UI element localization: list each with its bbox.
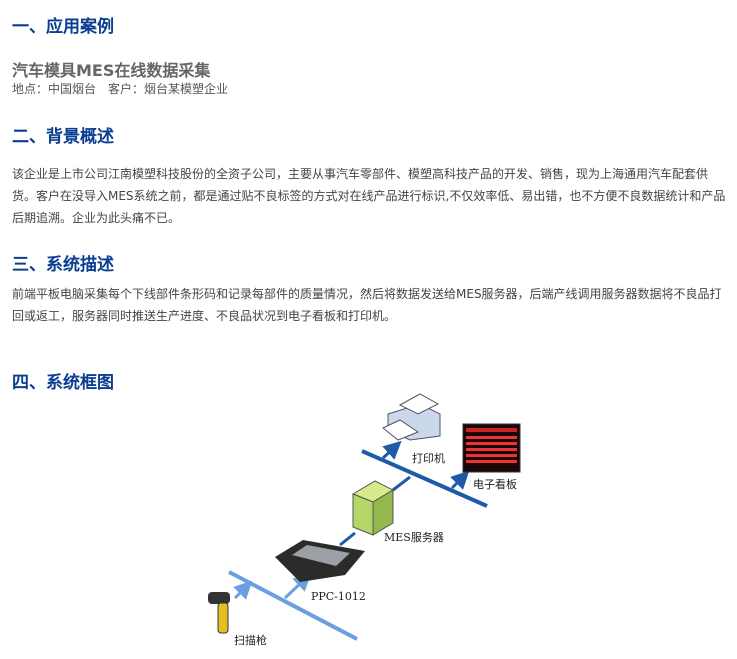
server-network-link — [392, 475, 411, 492]
location: 地点：中国烟台 — [12, 82, 97, 96]
arrow-to-panel — [283, 572, 312, 600]
server-icon — [351, 480, 395, 536]
panel-label: PPC-1012 — [311, 590, 366, 603]
arrow-from-scanner — [233, 580, 253, 600]
customer: 客户：烟台某模塑企业 — [108, 82, 229, 96]
heading-system-description: 三、系统描述 — [12, 255, 114, 275]
case-meta: 地点：中国烟台客户：烟台某模塑企业 — [12, 80, 240, 97]
panel-server-link — [339, 531, 356, 547]
printer-label: 打印机 — [412, 451, 445, 465]
description-text: 前端平板电脑采集每个下线部件条形码和记录每部件的质量情况，然后将数据发送给MES… — [12, 287, 722, 323]
case-title: 汽车模具MES在线数据采集 — [12, 61, 211, 80]
arrow-to-board — [450, 470, 470, 490]
panel-pc-icon — [275, 540, 365, 582]
printer-icon — [382, 393, 441, 441]
board-label: 电子看板 — [473, 477, 517, 491]
server-label: MES服务器 — [384, 531, 444, 544]
background-text: 该企业是上市公司江南模塑科技股份的全资子公司，主要从事汽车零部件、模塑高科技产品… — [12, 167, 726, 225]
board-icon — [462, 423, 521, 473]
lower-network-line — [228, 570, 358, 641]
heading-system-diagram: 四、系统框图 — [12, 373, 114, 393]
scanner-icon — [208, 592, 230, 634]
heading-application-case: 一、应用案例 — [12, 17, 114, 37]
heading-background: 二、背景概述 — [12, 127, 114, 147]
scanner-label: 扫描枪 — [234, 633, 267, 647]
upper-network-line — [361, 449, 488, 508]
arrow-to-printer — [381, 440, 402, 460]
